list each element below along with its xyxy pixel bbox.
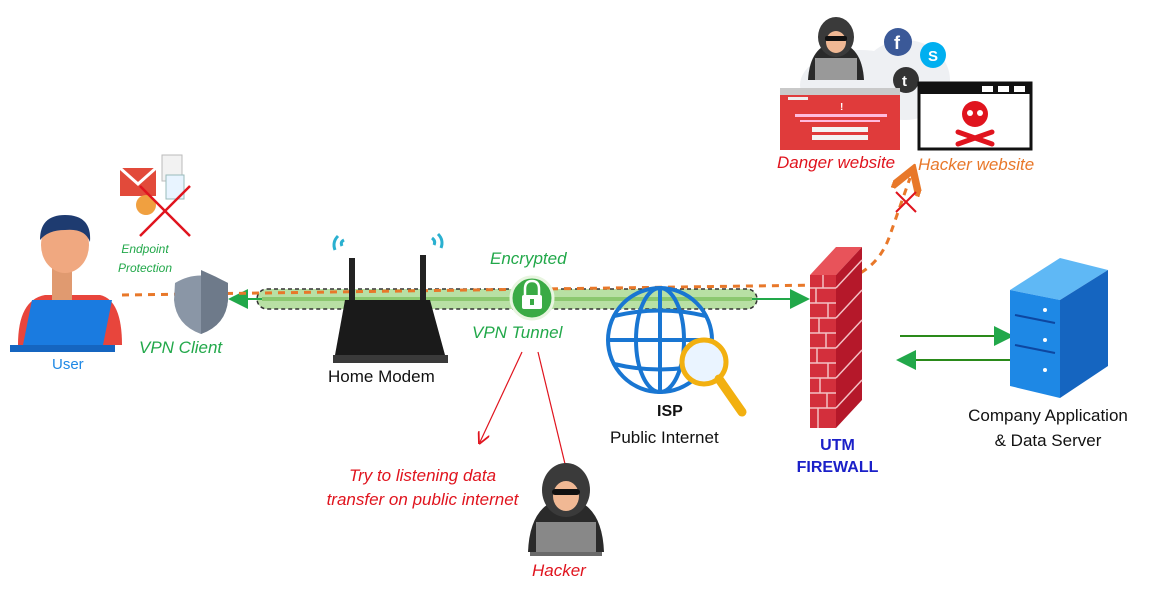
danger-website-label: Danger website [777, 153, 896, 172]
svg-text:!: ! [840, 102, 843, 113]
listening-line2: transfer on public internet [326, 490, 519, 509]
shield-icon [174, 270, 228, 334]
hacker-label: Hacker [532, 561, 586, 580]
svg-text:f: f [894, 33, 901, 53]
warning-webpage-icon: ! [780, 88, 900, 150]
globe-search-icon [606, 286, 747, 417]
server-label-line1: Company Application [968, 406, 1128, 425]
facebook-icon: f [884, 28, 912, 56]
brick-wall-icon [810, 247, 863, 428]
vpn-tunnel-label: VPN Tunnel [472, 323, 563, 342]
endpoint-protection-label: Endpoint Protection [116, 240, 174, 278]
public-internet-label: Public Internet [610, 428, 719, 447]
listening-arrow [480, 351, 523, 442]
skull-window-icon [917, 81, 1033, 151]
user-traffic-path [121, 178, 910, 297]
svg-text:S: S [928, 48, 938, 65]
server-label: Company Application & Data Server [948, 403, 1148, 453]
endpoint-protection-line2: Protection [117, 261, 173, 275]
user-label: User [52, 356, 84, 373]
hooded-hacker-top-icon [808, 17, 864, 80]
server-tower-icon [1010, 258, 1108, 398]
endpoint-protection-line1: Endpoint [121, 242, 169, 256]
utm-firewall-label: UTM FIREWALL [790, 435, 885, 479]
blocked-x-icon [895, 191, 917, 213]
firewall-label: FIREWALL [796, 459, 879, 476]
utm-label: UTM [820, 437, 855, 454]
vpn-client-label: VPN Client [139, 338, 223, 357]
svg-text:t: t [902, 73, 907, 90]
listening-line1: Try to listening data [348, 466, 497, 485]
server-label-line2: & Data Server [994, 431, 1102, 450]
router-icon [332, 232, 448, 363]
skype-icon: S [920, 42, 946, 68]
hacker-line [537, 351, 567, 469]
hooded-hacker-icon [528, 463, 604, 556]
listening-warning-label: Try to listening data transfer on public… [305, 464, 540, 512]
user-at-laptop-icon [10, 215, 122, 352]
isp-label: ISP [657, 403, 683, 420]
padlock-icon [509, 275, 555, 321]
twitter-icon: t [893, 67, 919, 93]
blocked-attachments-icon [119, 154, 191, 237]
hacker-website-label: Hacker website [918, 155, 1035, 174]
encrypted-label: Encrypted [490, 249, 567, 268]
home-modem-label: Home Modem [328, 367, 435, 386]
